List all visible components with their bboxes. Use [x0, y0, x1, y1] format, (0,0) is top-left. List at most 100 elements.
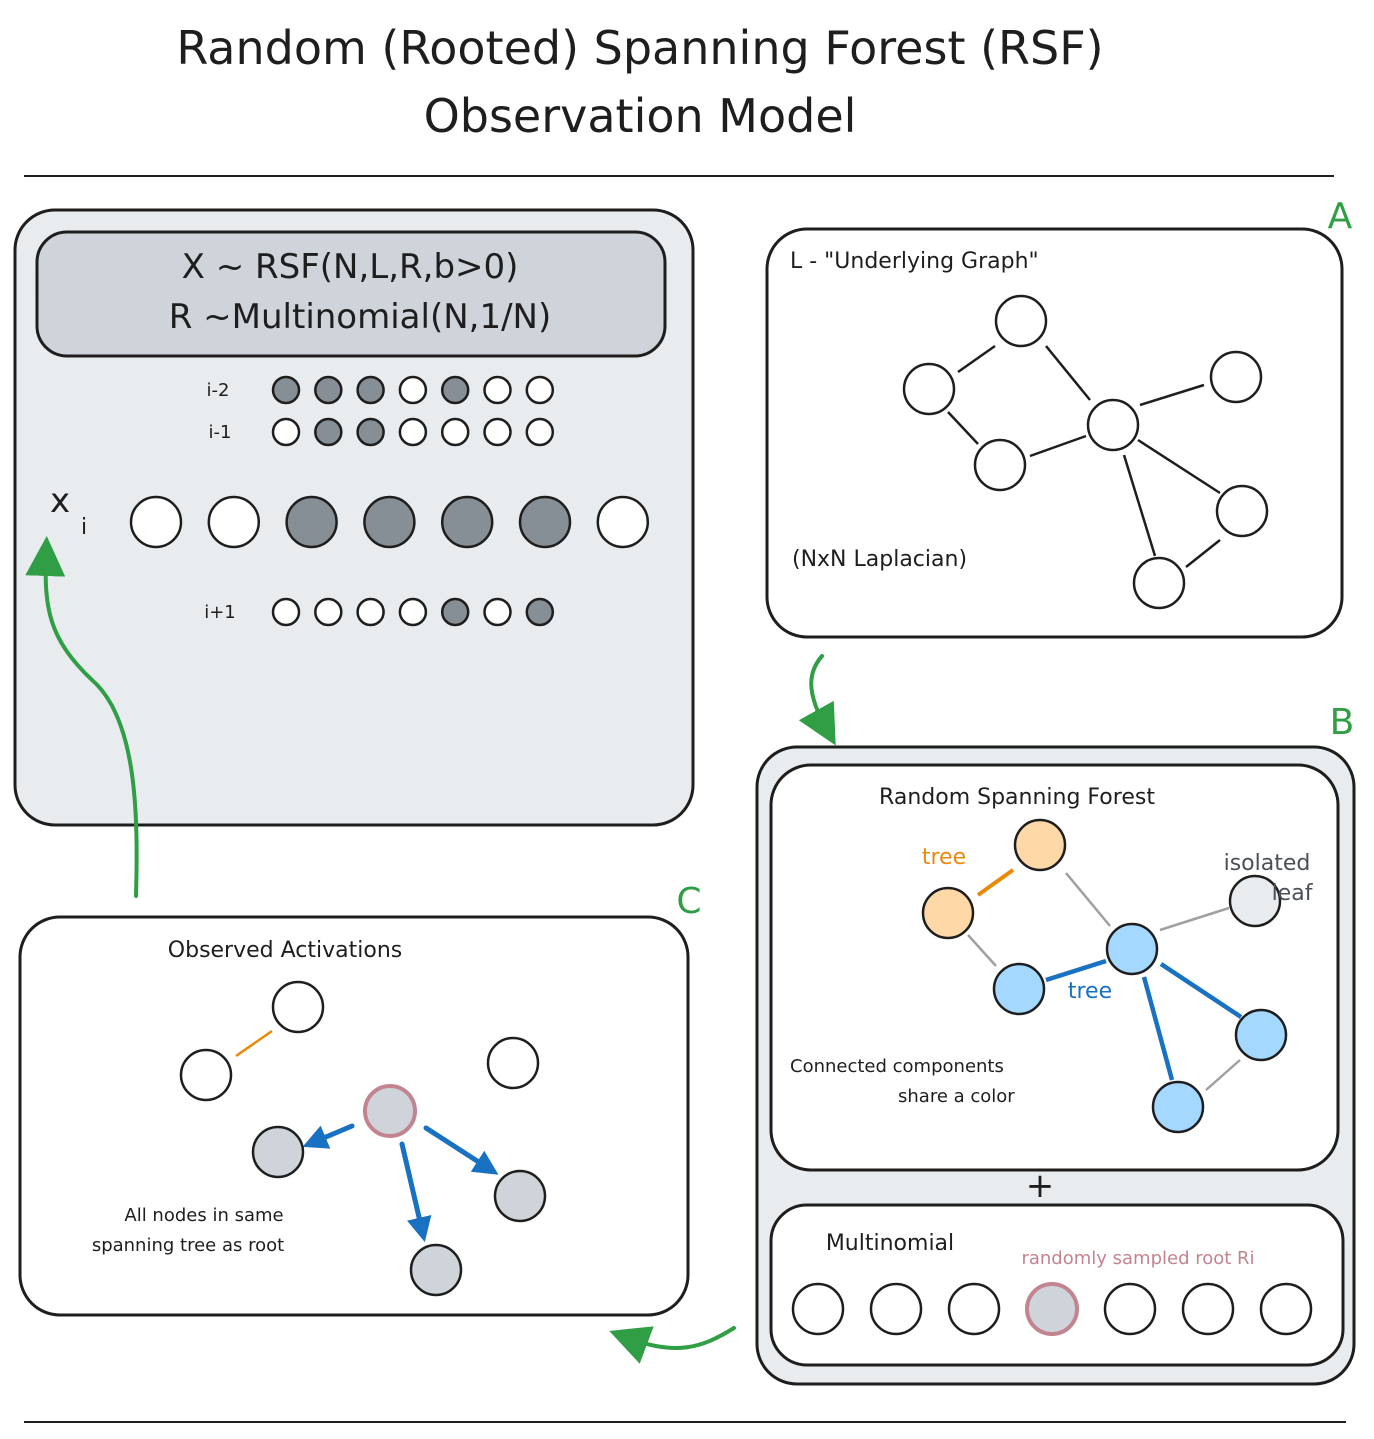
activation-node-inactive [314, 597, 343, 627]
forest-edge-orange [976, 868, 1015, 897]
activation-node-inactive [398, 375, 428, 405]
panel-b-letter: B [1330, 702, 1355, 743]
activation-rows [129, 375, 650, 627]
root-arrow [302, 1123, 355, 1149]
activation-node-inactive [356, 597, 385, 627]
graph-edge [1185, 539, 1221, 568]
activation-node-inactive [271, 417, 301, 447]
activation-node-inactive [525, 375, 555, 405]
activation-node-inactive [483, 417, 512, 447]
panel-c-note-2: spanning tree as root [92, 1235, 284, 1256]
formula-line-1: X ~ RSF(N,L,R,b>0) [182, 247, 519, 287]
forest-node-blue [1151, 1080, 1205, 1134]
activation-node-active [356, 375, 385, 405]
activation-node-inactive [398, 417, 428, 447]
observed-node-activated [493, 1169, 547, 1223]
observed-root-node [363, 1084, 417, 1138]
observed-edge-orange [235, 1029, 273, 1058]
title-line-2: Observation Model [424, 89, 857, 143]
graph-node [1215, 484, 1269, 538]
multinomial-title: Multinomial [826, 1231, 954, 1256]
forest-node-isolated [1228, 874, 1282, 928]
activation-node-active [440, 375, 470, 405]
root-arrow [399, 1141, 432, 1243]
observed-node [486, 1036, 540, 1090]
graph-node [994, 294, 1048, 348]
graph-node [1209, 350, 1263, 404]
activation-node-inactive [271, 597, 301, 627]
panel-c-letter: C [676, 881, 701, 922]
activation-node-inactive [483, 375, 512, 405]
activation-node-active [285, 495, 338, 549]
activation-node-active [314, 375, 343, 405]
forest-edge-blue [1141, 976, 1175, 1081]
row-label-i-2: i-2 [207, 380, 230, 401]
graph-edge [1137, 438, 1221, 495]
tree-label-orange: tree [922, 845, 966, 870]
forest-node-orange [1013, 818, 1067, 872]
activation-node-active [271, 375, 301, 405]
forest-node-orange [921, 886, 975, 940]
arrow-b-to-c [609, 1326, 736, 1364]
graph-node [1132, 556, 1186, 610]
components-note-2: share a color [898, 1086, 1015, 1107]
activation-node-inactive [440, 417, 470, 447]
forest-edge-grey [1065, 872, 1111, 927]
forest-title: Random Spanning Forest [879, 785, 1155, 810]
underlying-graph [902, 294, 1269, 610]
activation-node-inactive [483, 597, 512, 627]
observed-node-activated [409, 1243, 463, 1297]
forest-node-blue [1105, 922, 1159, 976]
arrow-a-to-b [798, 654, 836, 746]
leaf-label: leaf [1272, 881, 1314, 906]
graph-edge [947, 411, 979, 445]
panel-a-letter: A [1328, 196, 1353, 237]
multinomial-node [869, 1282, 923, 1336]
graph-node [1086, 398, 1140, 452]
formula-box [35, 230, 667, 358]
multinomial-node [947, 1282, 1001, 1336]
multinomial-root-node [1025, 1282, 1079, 1336]
isolated-label: isolated [1224, 851, 1311, 876]
multinomial-node [791, 1282, 845, 1336]
graph-edge [957, 344, 996, 374]
graph-edge [1122, 454, 1157, 557]
root-label: randomly sampled root Ri [1021, 1248, 1254, 1269]
title-line-1: Random (Rooted) Spanning Forest (RSF) [176, 21, 1103, 75]
activation-node-inactive [525, 417, 555, 447]
forest-edge-grey [1205, 1059, 1241, 1091]
graph-edge [1045, 345, 1091, 401]
row-label-x: x [50, 481, 70, 521]
activation-node-active [363, 495, 416, 549]
activation-node-inactive [207, 495, 261, 549]
activation-node-active [440, 495, 494, 549]
activation-node-inactive [129, 495, 183, 549]
tree-label-blue: tree [1068, 979, 1112, 1004]
multinomial-row [791, 1282, 1313, 1336]
forest-edge-grey [967, 934, 997, 967]
activation-node-inactive [398, 597, 428, 627]
plus-sign: + [1026, 1166, 1055, 1206]
multinomial-node [1259, 1282, 1313, 1336]
activation-node-active [356, 417, 385, 447]
activation-node-inactive [596, 495, 650, 549]
multinomial-node [1103, 1282, 1157, 1336]
graph-node [973, 438, 1027, 492]
activation-node-active [440, 597, 470, 627]
components-note-1: Connected components [790, 1056, 1004, 1077]
arrow-c-to-x [25, 536, 139, 898]
activation-node-active [518, 495, 572, 549]
panel-c-note-1: All nodes in same [124, 1205, 283, 1226]
activation-node-active [525, 597, 555, 627]
graph-node [902, 362, 956, 416]
row-label-i-1: i-1 [209, 422, 232, 443]
multinomial-node [1181, 1282, 1235, 1336]
observed-node [271, 980, 325, 1034]
observed-activations-graph [179, 980, 547, 1297]
graph-edge [1029, 434, 1087, 458]
forest-edge-grey [1159, 906, 1230, 932]
formula-line-2: R ~Multinomial(N,1/N) [169, 297, 552, 337]
observed-node [179, 1048, 233, 1102]
spanning-forest [921, 818, 1288, 1134]
